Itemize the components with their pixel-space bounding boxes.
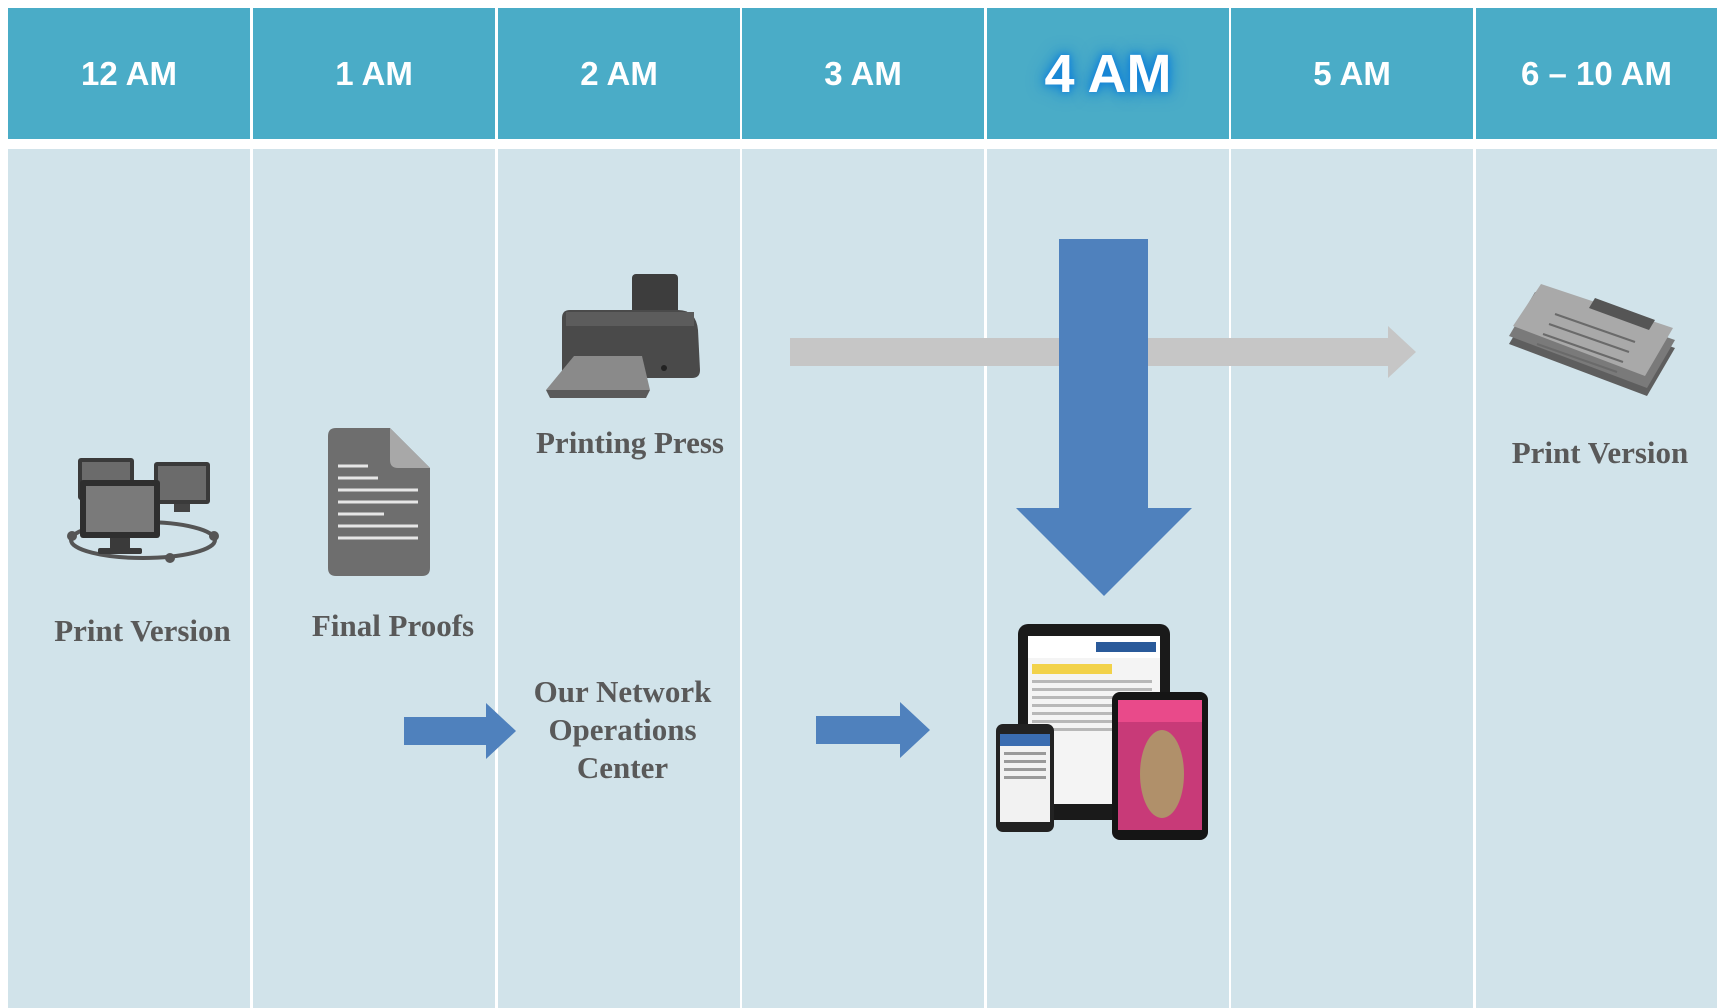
column-header-label: 2 AM: [580, 54, 658, 92]
blue-arrow-to-noc: [404, 703, 516, 759]
column-header-3am: 3 AM: [742, 8, 984, 139]
column-header-label: 12 AM: [81, 54, 177, 92]
column-body: [253, 149, 495, 1008]
column-header-2am: 2 AM: [498, 8, 740, 139]
printer-icon: [546, 274, 700, 398]
column-header-12am: 12 AM: [8, 8, 250, 139]
column-body: [498, 149, 740, 1008]
column-header-6-10am: 6 – 10 AM: [1476, 8, 1717, 139]
column-header-label: 3 AM: [824, 54, 902, 92]
column-body: [742, 149, 984, 1008]
column-body: [1231, 149, 1473, 1008]
digital-devices-icon: [996, 624, 1208, 840]
newspaper-icon: [1509, 284, 1675, 396]
column-header-label: 5 AM: [1313, 54, 1391, 92]
final-proofs-label: Final Proofs: [311, 608, 475, 643]
document-icon: [328, 428, 430, 576]
column-header-4am: 4 AM: [987, 8, 1229, 139]
print-version-end-label: Print Version: [1511, 435, 1689, 470]
print-version-start-label: Print Version: [54, 613, 231, 648]
blue-down-arrow: [1016, 239, 1192, 596]
networked-computers-icon: [67, 458, 219, 563]
column-body: [8, 149, 250, 1008]
blue-arrow-to-devices: [816, 702, 930, 758]
column-body: [1476, 149, 1717, 1008]
column-header-label-highlighted: 4 AM: [1044, 43, 1172, 104]
column-header-label: 1 AM: [335, 54, 413, 92]
column-header-5am: 5 AM: [1231, 8, 1473, 139]
network-operations-center-label: Our Network Operations Center: [533, 674, 712, 785]
printing-press-label: Printing Press: [536, 425, 724, 460]
column-header-1am: 1 AM: [253, 8, 495, 139]
column-header-label: 6 – 10 AM: [1520, 54, 1672, 92]
